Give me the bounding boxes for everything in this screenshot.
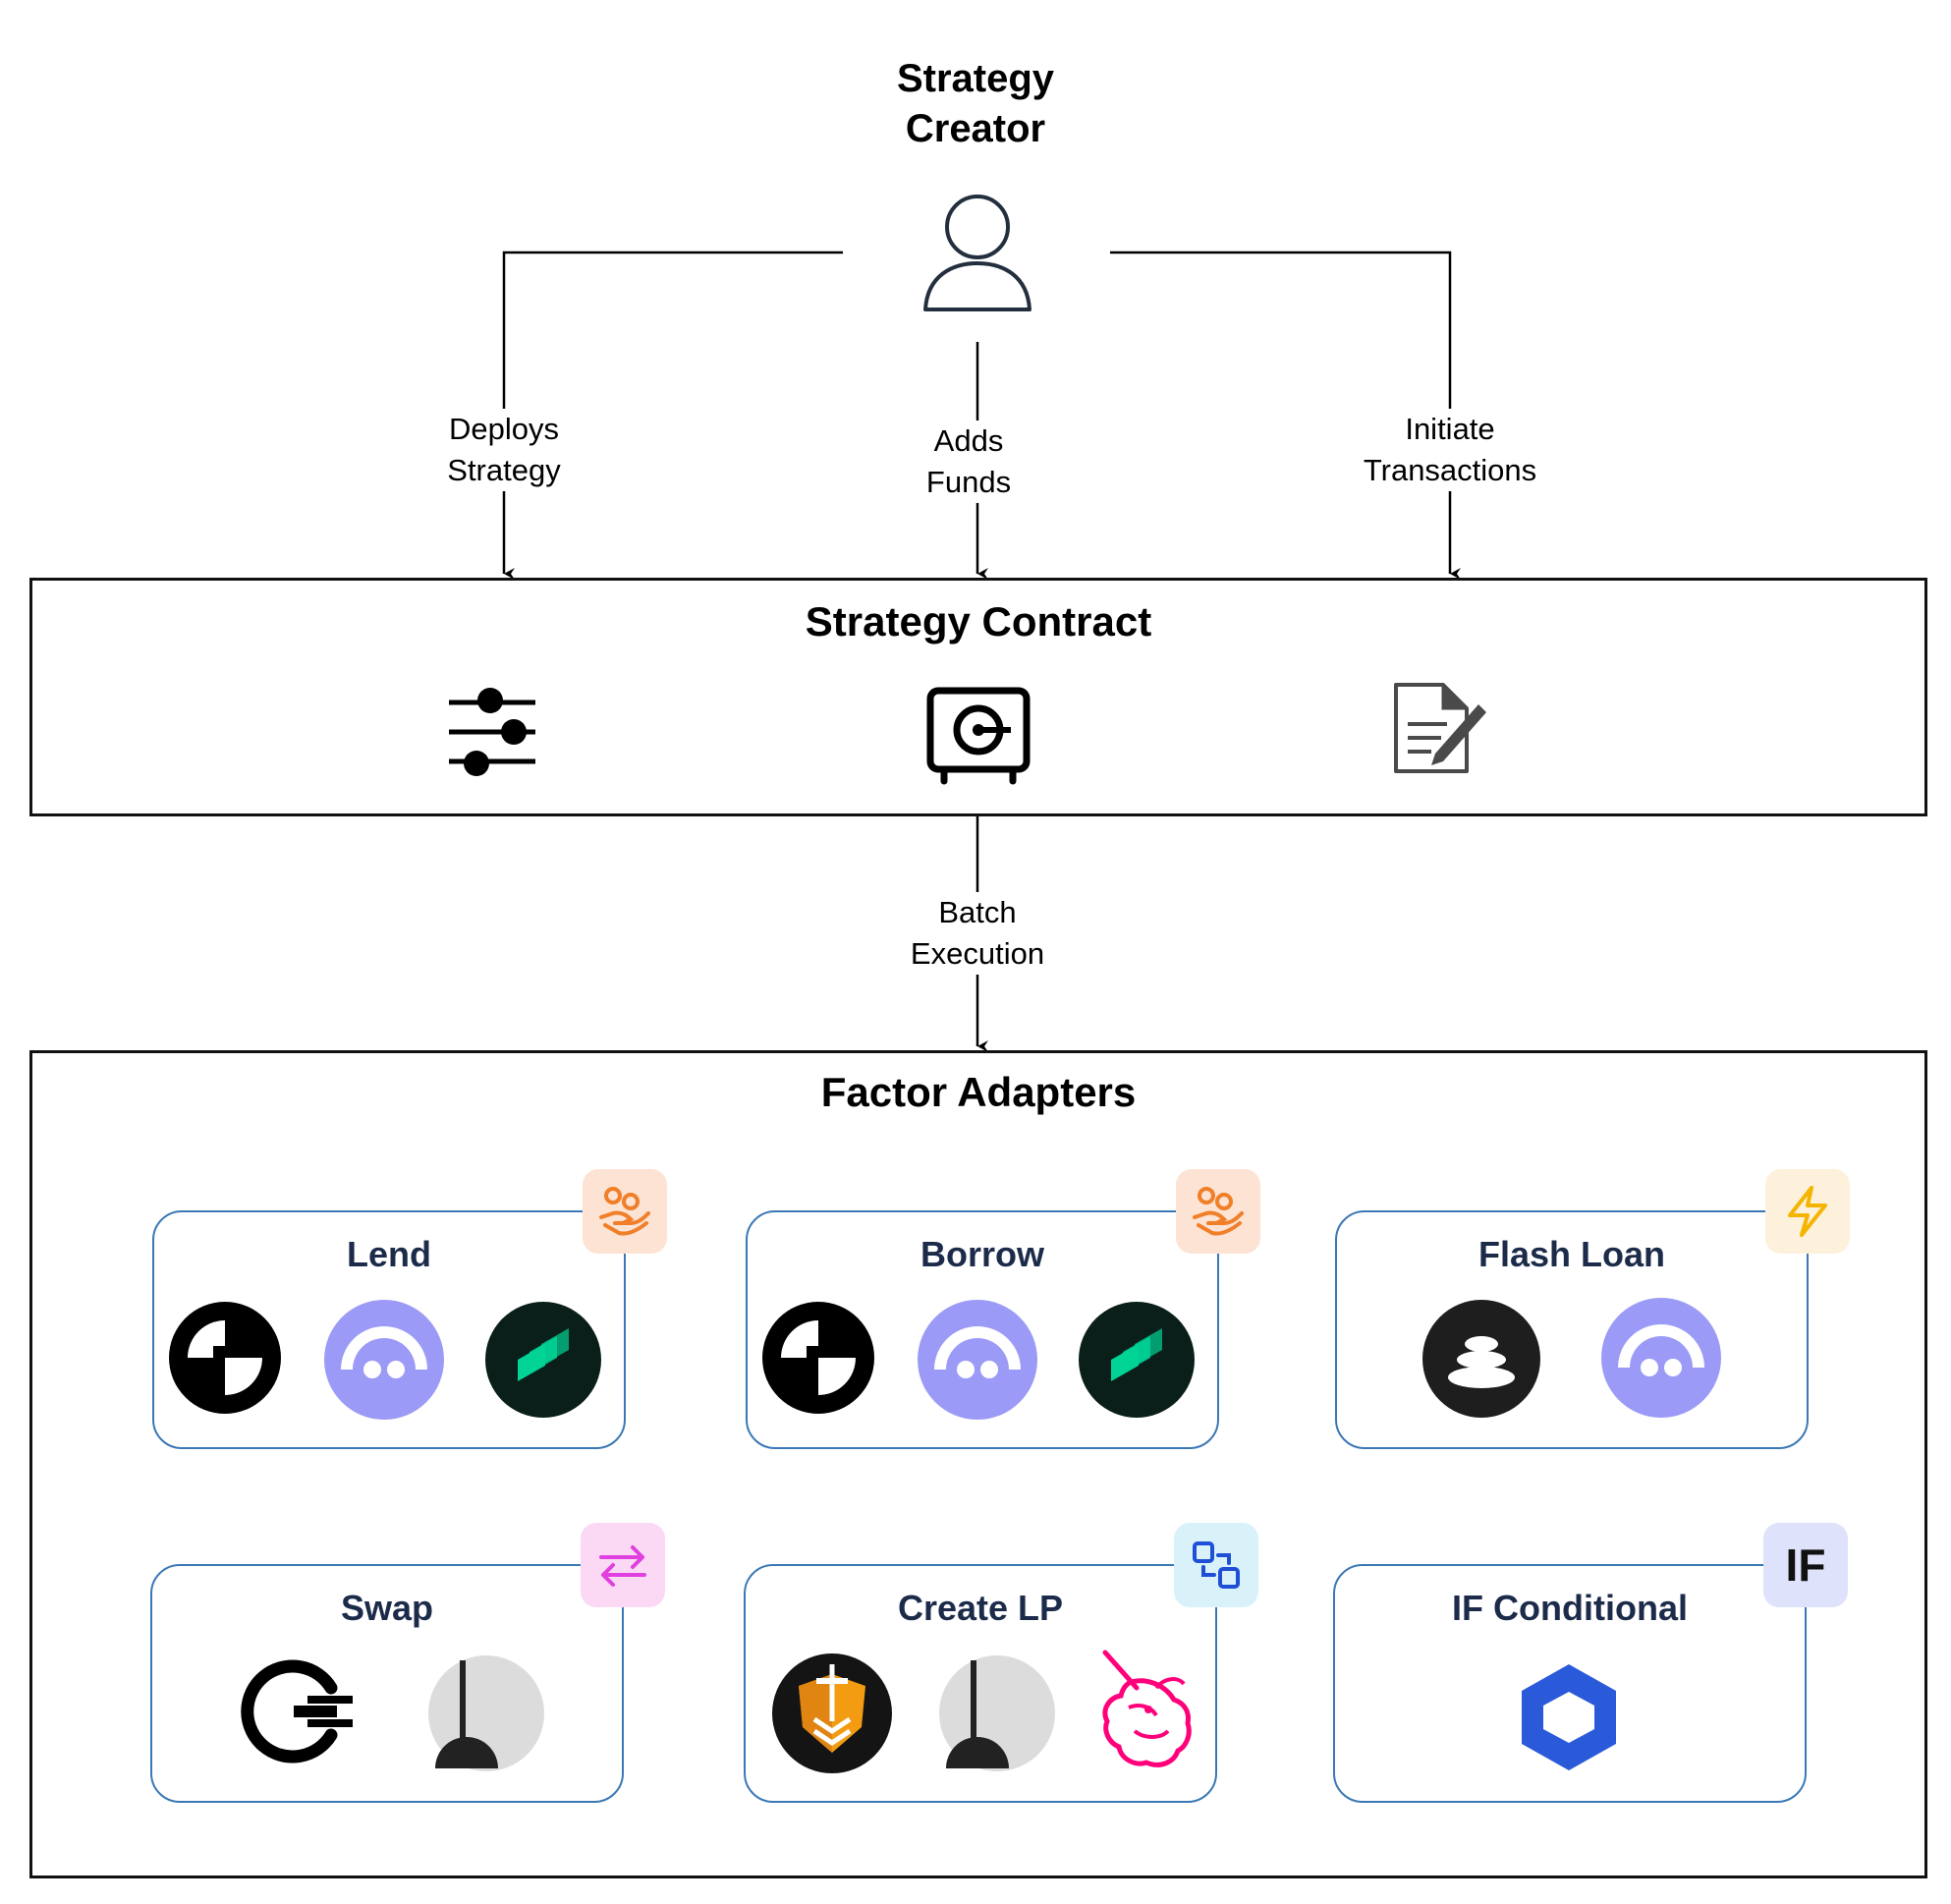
edge-label-initiate-line2: Transactions bbox=[1363, 453, 1537, 487]
edge-label-batch-line1: Batch bbox=[938, 895, 1017, 929]
link-squares-icon bbox=[1193, 1541, 1240, 1589]
lend-badge bbox=[583, 1169, 667, 1254]
signed-document-icon bbox=[1394, 683, 1486, 773]
unicorn-logo-icon bbox=[1102, 1650, 1192, 1767]
creator-title: Strategy Creator bbox=[779, 54, 1172, 154]
borrow-badge bbox=[1176, 1169, 1260, 1254]
swap-arrows-icon bbox=[599, 1545, 646, 1587]
adapter-card-flash-loan[interactable]: Flash Loan bbox=[1335, 1210, 1809, 1449]
pendulum-logo-icon bbox=[428, 1655, 544, 1771]
create-lp-badge bbox=[1174, 1523, 1258, 1607]
adapter-card-lend[interactable]: Lend bbox=[152, 1210, 626, 1449]
ring-equals-logo-icon bbox=[241, 1659, 353, 1764]
swap-badge bbox=[581, 1523, 665, 1607]
circle-split-logo-icon bbox=[762, 1302, 874, 1414]
purple-dome-logo-icon bbox=[1601, 1298, 1721, 1418]
edge-label-initiate-line1: Initiate bbox=[1405, 412, 1495, 446]
lightning-icon bbox=[1788, 1186, 1827, 1237]
strategy-contract-title: Strategy Contract bbox=[805, 598, 1152, 644]
adapter-card-create-lp[interactable]: Create LP bbox=[744, 1564, 1217, 1803]
card-title-create-lp: Create LP bbox=[897, 1588, 1064, 1628]
card-title-borrow: Borrow bbox=[920, 1234, 1044, 1274]
if-badge-text: IF bbox=[1785, 1540, 1826, 1591]
purple-dome-logo-icon bbox=[324, 1300, 444, 1420]
edge-label-adds-funds: Adds Funds bbox=[910, 420, 1028, 503]
pendulum-logo-icon bbox=[939, 1655, 1055, 1771]
factor-adapters-box: Factor Adapters Lend bbox=[29, 1050, 1927, 1878]
edge-label-deploys-line1: Deploys bbox=[449, 412, 559, 446]
card-title-lend: Lend bbox=[347, 1234, 431, 1274]
adapter-card-swap[interactable]: Swap bbox=[150, 1564, 624, 1803]
compound-logo-icon bbox=[485, 1302, 601, 1418]
user-icon bbox=[923, 195, 1031, 311]
edge-label-batch-line2: Execution bbox=[910, 936, 1045, 971]
strategy-contract-box: Strategy Contract bbox=[29, 578, 1927, 816]
purple-dome-logo-icon bbox=[918, 1300, 1037, 1420]
vault-icon bbox=[926, 687, 1031, 785]
shield-sword-logo-icon bbox=[772, 1653, 892, 1773]
card-title-swap: Swap bbox=[340, 1588, 434, 1628]
edge-label-batch: Batch Execution bbox=[899, 892, 1056, 975]
hexagon-chain-logo-icon bbox=[1522, 1664, 1616, 1770]
creator-title-line2: Creator bbox=[905, 107, 1046, 150]
adapter-card-borrow[interactable]: Borrow bbox=[746, 1210, 1219, 1449]
creator-title-line1: Strategy bbox=[896, 57, 1055, 100]
card-title-flash-loan: Flash Loan bbox=[1477, 1234, 1666, 1274]
sliders-icon bbox=[449, 688, 535, 776]
factor-adapters-title: Factor Adapters bbox=[820, 1069, 1137, 1115]
hand-coins-icon bbox=[1193, 1187, 1244, 1236]
compound-logo-icon bbox=[1079, 1302, 1195, 1418]
circle-split-logo-icon bbox=[169, 1302, 281, 1414]
flash-loan-badge bbox=[1765, 1169, 1850, 1254]
edge-label-deploys: Deploys Strategy bbox=[429, 409, 579, 491]
if-conditional-badge: IF bbox=[1763, 1523, 1848, 1607]
adapter-card-if-conditional[interactable]: IF Conditional bbox=[1333, 1564, 1807, 1803]
card-title-if-conditional: IF Conditional bbox=[1452, 1588, 1688, 1628]
edge-label-deploys-line2: Strategy bbox=[447, 453, 561, 487]
edge-label-adds-funds-line1: Adds bbox=[933, 423, 1004, 458]
hand-coins-icon bbox=[599, 1187, 650, 1236]
edge-label-initiate: Initiate Transactions bbox=[1352, 409, 1548, 491]
stacked-stones-logo-icon bbox=[1422, 1300, 1540, 1418]
edge-label-adds-funds-line2: Funds bbox=[925, 465, 1012, 499]
